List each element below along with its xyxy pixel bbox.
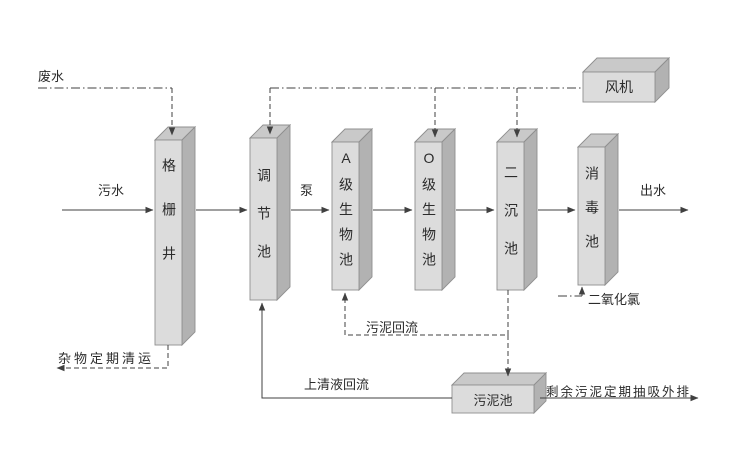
tank-o-bio-shape <box>413 127 457 292</box>
sludge-return-arrow <box>341 290 509 336</box>
tank-label-a-bio: A级生物池 <box>338 150 354 277</box>
tank-o-bio-side-face <box>441 127 456 292</box>
fan-box-shape <box>581 56 671 104</box>
tank-label-o-bio: O级生物池 <box>421 150 437 277</box>
tank-secondary-front-face <box>496 141 525 291</box>
label-sewage: 污水 <box>98 183 125 198</box>
tank-a-bio-front-face <box>331 141 360 291</box>
debris-removal-arrow <box>56 345 169 372</box>
label-excess-sludge-discharge: 剩余污泥定期抽吸外排 <box>546 385 692 399</box>
sludge-tank-top-face <box>450 372 548 386</box>
tank-regulating-shape <box>248 123 292 302</box>
label-chlorine-dioxide: 二氧化氯 <box>588 292 641 307</box>
sludge-tank-shape <box>450 371 548 415</box>
tank-regulating-side-face <box>276 123 291 302</box>
tank-disinfection-side-face <box>604 132 619 287</box>
tank-a-bio-side-face <box>358 127 373 292</box>
label-pump: 泵 <box>300 183 314 198</box>
label-debris-removal: 杂物定期清运 <box>58 351 155 366</box>
label-effluent: 出水 <box>640 183 667 198</box>
tank-regulating-front-face <box>249 137 278 301</box>
label-supernatant-return: 上清液回流 <box>304 377 370 392</box>
tank-o-bio-front-face <box>414 141 443 291</box>
tank-a-bio-shape <box>330 127 374 292</box>
tank-disinfection-front-face <box>577 146 606 286</box>
fan-box-front-face <box>582 71 656 103</box>
label-sludge-return: 污泥回流 <box>366 320 419 335</box>
tank-grid-well-side-face <box>181 125 196 347</box>
tank-grid-well-front-face <box>154 139 183 346</box>
tank-label-grid-well: 格栅井 <box>161 158 177 290</box>
tank-grid-well-shape <box>153 125 197 347</box>
equipment-label-sludge-tank: 污泥池 <box>473 392 513 408</box>
tank-label-regulating: 调节池 <box>256 168 272 282</box>
tank-label-secondary: 二沉池 <box>503 165 519 279</box>
tank-disinfection-shape <box>576 132 620 287</box>
label-wastewater: 废水 <box>38 69 65 84</box>
fan-box-top-face <box>581 57 671 73</box>
equipment-label-fan: 风机 <box>605 79 633 95</box>
tank-secondary-side-face <box>523 127 538 292</box>
supernatant-return-arrow <box>258 302 452 399</box>
sludge-tank-front-face <box>451 384 535 414</box>
tank-label-disinfection: 消毒池 <box>584 166 600 268</box>
